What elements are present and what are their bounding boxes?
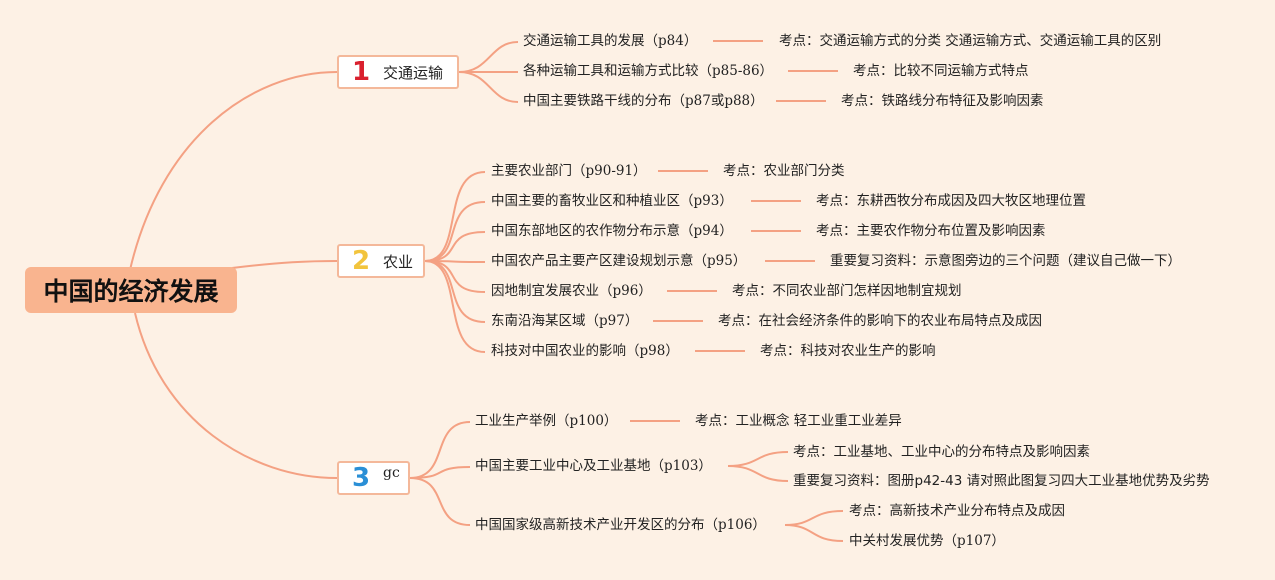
note-node[interactable]: 考点：农业部门分类 <box>723 163 845 179</box>
branch-label: gc <box>383 465 400 481</box>
link-b2-i3 <box>424 231 486 262</box>
link-root-branch-1 <box>129 71 338 271</box>
link-b2-i2 <box>424 201 486 262</box>
branch-industry[interactable]: 3 gc <box>337 461 410 495</box>
link-b3-i2 <box>409 466 471 479</box>
branch-number-icon: 2 <box>351 246 371 276</box>
link-b3-i3-note-1 <box>784 510 844 526</box>
branch-number-icon: 1 <box>351 57 371 87</box>
note-node[interactable]: 考点：不同农业部门怎样因地制宜规划 <box>732 283 962 299</box>
note-node[interactable]: 考点：铁路线分布特征及影响因素 <box>841 93 1044 109</box>
topic-node[interactable]: 工业生产举例（p100） <box>475 413 618 429</box>
note-node[interactable]: 考点：主要农作物分布位置及影响因素 <box>816 223 1046 239</box>
topic-node[interactable]: 主要农业部门（p90-91） <box>491 163 647 179</box>
link-b3-i3 <box>409 477 471 526</box>
topic-node[interactable]: 各种运输工具和运输方式比较（p85-86） <box>523 63 774 79</box>
note-node[interactable]: 考点：在社会经济条件的影响下的农业布局特点及成因 <box>718 313 1042 329</box>
topic-node[interactable]: 科技对中国农业的影响（p98） <box>491 343 679 359</box>
note-node[interactable]: 考点：高新技术产业分布特点及成因 <box>849 503 1065 519</box>
branch-agriculture[interactable]: 2 农业 <box>337 244 425 278</box>
topic-node[interactable]: 中国东部地区的农作物分布示意（p94） <box>491 223 733 239</box>
branch-number-icon: 3 <box>351 463 371 493</box>
topic-node[interactable]: 交通运输工具的发展（p84） <box>523 33 698 49</box>
link-b3-i1 <box>409 421 471 479</box>
note-node[interactable]: 重要复习资料：图册p42-43 请对照此图复习四大工业基地优势及劣势 <box>793 473 1210 489</box>
branch-label: 农业 <box>383 252 414 271</box>
link-b1-i3 <box>458 71 519 103</box>
link-b1-i1 <box>458 41 519 73</box>
link-b2-i5 <box>424 260 486 293</box>
link-b2-i7 <box>424 260 486 353</box>
note-node[interactable]: 考点：科技对农业生产的影响 <box>760 343 936 359</box>
note-node[interactable]: 考点：比较不同运输方式特点 <box>853 63 1029 79</box>
topic-node[interactable]: 中国国家级高新技术产业开发区的分布（p106） <box>475 517 766 533</box>
note-node[interactable]: 考点：东耕西牧分布成因及四大牧区地理位置 <box>816 193 1086 209</box>
link-root-branch-2 <box>231 260 338 269</box>
link-b3-i2-note-2 <box>727 465 789 482</box>
branch-transport[interactable]: 1 交通运输 <box>337 55 459 89</box>
note-node[interactable]: 考点：工业基地、工业中心的分布特点及影响因素 <box>793 444 1090 460</box>
link-b2-i1 <box>424 171 486 262</box>
link-b3-i3-note-2 <box>784 524 844 542</box>
link-b3-i2-note-1 <box>727 451 789 467</box>
topic-node[interactable]: 东南沿海某区域（p97） <box>491 313 639 329</box>
note-node[interactable]: 考点：工业概念 轻工业重工业差异 <box>695 413 902 429</box>
note-node[interactable]: 中关村发展优势（p107） <box>849 533 1005 549</box>
branch-label: 交通运输 <box>383 63 444 82</box>
root-topic[interactable]: 中国的经济发展 <box>25 267 237 313</box>
link-root-branch-3 <box>134 312 338 479</box>
note-node[interactable]: 重要复习资料：示意图旁边的三个问题（建议自己做一下） <box>830 253 1181 269</box>
topic-node[interactable]: 中国主要铁路干线的分布（p87或p88） <box>523 93 764 109</box>
topic-node[interactable]: 因地制宜发展农业（p96） <box>491 283 652 299</box>
topic-node[interactable]: 中国主要工业中心及工业基地（p103） <box>475 458 712 474</box>
topic-node[interactable]: 中国农产品主要产区建设规划示意（p95） <box>491 253 747 269</box>
topic-node[interactable]: 中国主要的畜牧业区和种植业区（p93） <box>491 193 733 209</box>
note-node[interactable]: 考点：交通运输方式的分类 交通运输方式、交通运输工具的区别 <box>779 33 1162 49</box>
